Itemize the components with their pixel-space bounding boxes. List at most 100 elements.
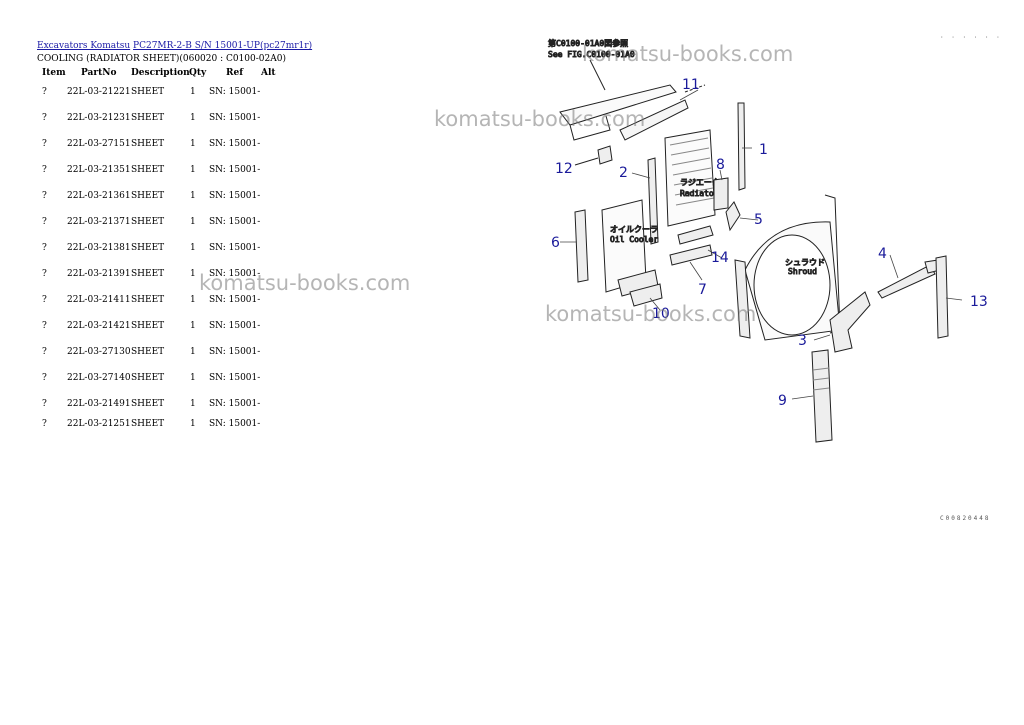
- partno-cell: 22L-03-21411: [67, 295, 131, 305]
- callout-3: 3: [798, 333, 807, 349]
- qty-cell: 1: [190, 419, 196, 429]
- description-cell: SHEET: [131, 373, 165, 383]
- header-qty: Qty: [189, 68, 207, 78]
- description-cell: SHEET: [131, 347, 165, 357]
- ref-cell: SN: 15001-: [209, 321, 261, 331]
- page-subtitle: COOLING (RADIATOR SHEET)(060020 : C0100-…: [37, 54, 286, 64]
- callout-6: 6: [551, 235, 560, 251]
- partno-cell: 22L-03-21351: [67, 165, 131, 175]
- qty-cell: 1: [190, 321, 196, 331]
- callout-11: 11: [682, 77, 700, 93]
- qty-cell: 1: [190, 269, 196, 279]
- qty-cell: 1: [190, 113, 196, 123]
- callout-13: 13: [970, 294, 988, 310]
- item-cell: ?: [42, 139, 47, 149]
- header-partno: PartNo: [81, 68, 117, 78]
- header-description: Description: [131, 68, 190, 78]
- ref-cell: SN: 15001-: [209, 269, 261, 279]
- watermark: komatsu-books.com: [434, 107, 646, 131]
- breadcrumb-link-category[interactable]: Excavators Komatsu: [37, 41, 131, 51]
- item-cell: ?: [42, 419, 47, 429]
- diagram-ref-jp: 第C0100-01A0図参照: [548, 38, 628, 48]
- callout-9: 9: [778, 393, 787, 409]
- item-cell: ?: [42, 269, 47, 279]
- description-cell: SHEET: [131, 217, 165, 227]
- header-item: Item: [42, 68, 66, 78]
- partno-cell: 22L-03-21221: [67, 87, 131, 97]
- partno-cell: 22L-03-27140: [67, 373, 131, 383]
- item-cell: ?: [42, 295, 47, 305]
- callout-12: 12: [555, 161, 573, 177]
- header-alt: Alt: [261, 68, 276, 78]
- parts-diagram: 第C0100-01A0図参照 See FIG.C0100-01A0 ラジエータ …: [530, 30, 1010, 530]
- qty-cell: 1: [190, 373, 196, 383]
- item-cell: ?: [42, 113, 47, 123]
- item-cell: ?: [42, 373, 47, 383]
- description-cell: SHEET: [131, 139, 165, 149]
- callout-1: 1: [759, 142, 768, 158]
- description-cell: SHEET: [131, 165, 165, 175]
- partno-cell: 22L-03-21371: [67, 217, 131, 227]
- item-cell: ?: [42, 321, 47, 331]
- diagram-ref-en: See FIG.C0100-01A0: [548, 50, 635, 59]
- description-cell: SHEET: [131, 269, 165, 279]
- callout-2: 2: [619, 165, 628, 181]
- breadcrumb-link-model[interactable]: PC27MR-2-B S/N 15001-UP(pc27mr1r): [133, 41, 313, 51]
- qty-cell: 1: [190, 217, 196, 227]
- corner-code-top: · · · · · ·: [940, 34, 1002, 41]
- breadcrumb: Excavators Komatsu PC27MR-2-B S/N 15001-…: [37, 40, 312, 52]
- ref-cell: SN: 15001-: [209, 347, 261, 357]
- qty-cell: 1: [190, 87, 196, 97]
- callout-5: 5: [754, 212, 763, 228]
- item-cell: ?: [42, 217, 47, 227]
- label-radiator-jp: ラジエータ: [680, 178, 720, 187]
- partno-cell: 22L-03-21251: [67, 419, 131, 429]
- qty-cell: 1: [190, 139, 196, 149]
- ref-cell: SN: 15001-: [209, 217, 261, 227]
- qty-cell: 1: [190, 165, 196, 175]
- description-cell: SHEET: [131, 295, 165, 305]
- description-cell: SHEET: [131, 419, 165, 429]
- description-cell: SHEET: [131, 243, 165, 253]
- item-cell: ?: [42, 87, 47, 97]
- partno-cell: 22L-03-21391: [67, 269, 131, 279]
- callout-4: 4: [878, 246, 887, 262]
- item-cell: ?: [42, 399, 47, 409]
- watermark: komatsu-books.com: [199, 271, 411, 295]
- description-cell: SHEET: [131, 321, 165, 331]
- corner-code-bottom: C00820448: [940, 515, 991, 522]
- qty-cell: 1: [190, 399, 196, 409]
- ref-cell: SN: 15001-: [209, 191, 261, 201]
- exploded-view-drawing: 第C0100-01A0図参照 See FIG.C0100-01A0 ラジエータ …: [548, 38, 988, 443]
- ref-cell: SN: 15001-: [209, 165, 261, 175]
- ref-cell: SN: 15001-: [209, 87, 261, 97]
- ref-cell: SN: 15001-: [209, 295, 261, 305]
- label-oilcooler-jp: オイルクーラ: [610, 225, 658, 234]
- callout-7: 7: [698, 282, 707, 298]
- watermark: komatsu-books.com: [545, 302, 757, 326]
- description-cell: SHEET: [131, 399, 165, 409]
- partno-cell: 22L-03-21381: [67, 243, 131, 253]
- ref-cell: SN: 15001-: [209, 373, 261, 383]
- description-cell: SHEET: [131, 191, 165, 201]
- ref-cell: SN: 15001-: [209, 419, 261, 429]
- callout-8: 8: [716, 157, 725, 173]
- qty-cell: 1: [190, 347, 196, 357]
- partno-cell: 22L-03-21491: [67, 399, 131, 409]
- ref-cell: SN: 15001-: [209, 243, 261, 253]
- item-cell: ?: [42, 165, 47, 175]
- description-cell: SHEET: [131, 113, 165, 123]
- callout-14: 14: [711, 250, 729, 266]
- label-oilcooler: Oil Cooler: [610, 235, 658, 244]
- item-cell: ?: [42, 191, 47, 201]
- label-radiator: Radiator: [680, 189, 719, 198]
